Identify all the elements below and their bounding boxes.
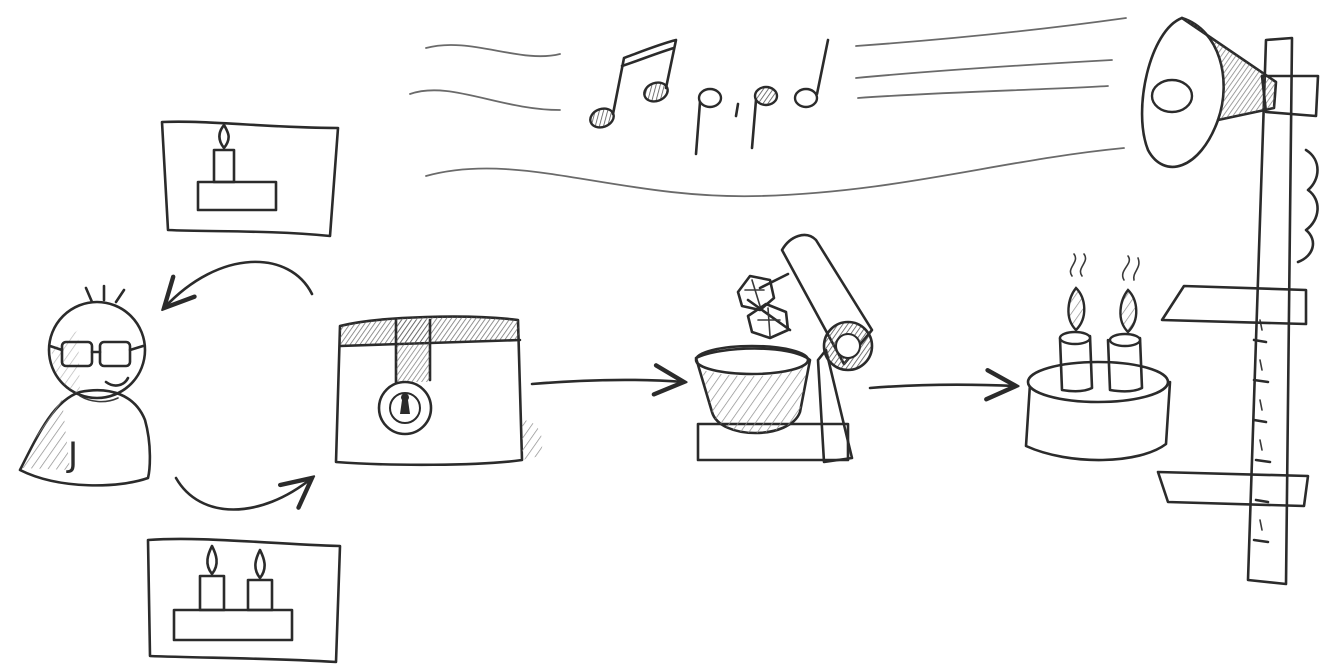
arrow-chest-to-mixer bbox=[532, 380, 684, 384]
stand-mixer bbox=[696, 235, 872, 462]
arrow-to-person bbox=[164, 262, 312, 308]
arrow-to-chest bbox=[176, 478, 312, 510]
birthday-cake bbox=[1026, 254, 1170, 460]
card-one-candle bbox=[162, 122, 338, 236]
music-notes bbox=[588, 40, 828, 154]
card-two-candles bbox=[148, 539, 340, 662]
person-figure: J bbox=[20, 286, 150, 485]
shirt-letter: J bbox=[66, 435, 78, 475]
treasure-chest bbox=[336, 317, 542, 465]
sound-waves bbox=[410, 18, 1126, 196]
loudspeaker-pole bbox=[1142, 18, 1318, 584]
arrow-mixer-to-cake bbox=[870, 385, 1016, 388]
